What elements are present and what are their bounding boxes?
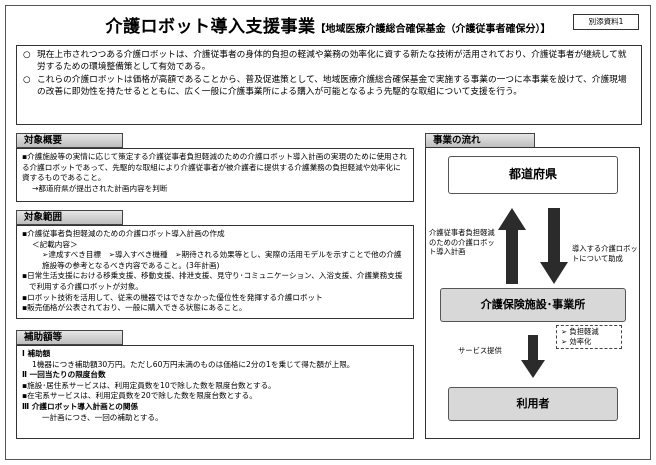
subsidy-label: 補助額等: [16, 330, 123, 345]
subsidy-box: Ⅰ 補助額 1機器につき補助額30万円。ただし60万円未満のものは価格に2分の1…: [16, 345, 414, 439]
intro-item: ○ 現在上市されつつある介護ロボットは、介護従事者の身体的負担の軽減や業務の効率…: [23, 49, 635, 74]
intro-text: これらの介護ロボットは価格が高額であることから、普及促進策として、地域医療介護総…: [37, 74, 627, 98]
subsidy-heading-amount: Ⅰ 補助額: [22, 349, 51, 358]
overview-box: ▪介護施設等の実情に応じて策定する介護従事者負担軽減のための介護ロボット導入計画…: [16, 148, 414, 202]
title-main: 介護ロボット導入支援事業: [105, 17, 316, 37]
scope-label: 対象範囲: [16, 210, 123, 225]
subsidy-limit-residential: ▪施設･居住系サービスは、利用定員数を10で除した数を限度台数とする。: [22, 380, 276, 390]
subsidy-amount-text: 1機器につき補助額30万円。ただし60万円未満のものは価格に2分の1を乗じて得た…: [32, 359, 355, 369]
document-frame: [5, 5, 651, 460]
scope-contents-heading: ＜記載内容＞: [32, 239, 78, 249]
flow-node-user: 利用者: [448, 387, 618, 421]
page-title: 介護ロボット導入支援事業【地域医療介護総合確保基金（介護従事者確保分）】: [0, 12, 656, 37]
up-arrow-icon: [498, 208, 526, 284]
flow-service-caption: サービス提供: [458, 346, 502, 355]
flow-label: 事業の流れ: [425, 133, 535, 148]
scope-advantage: ▪ロボット技術を活用して、従来の機器ではできなかった優位性を発揮する介護ロボット: [22, 292, 323, 302]
scope-price: ▪販売価格が公表されており、一般に購入できる状態にあること。: [22, 303, 247, 313]
intro-text: 現在上市されつつある介護ロボットは、介護従事者の身体的負担の軽減や業務の効率化に…: [37, 50, 627, 73]
scope-plan: ▪介護従事者負担軽減のための介護ロボット導入計画の作成: [22, 229, 225, 238]
effect-burden-reduction: ➢ 負担軽減: [561, 327, 599, 336]
intro-box: ○ 現在上市されつつある介護ロボットは、介護従事者の身体的負担の軽減や業務の効率…: [16, 45, 642, 125]
flow-arrows: [498, 208, 568, 378]
overview-judgement: →都道府県が提出された計画内容を判断: [32, 183, 168, 193]
flow-node-prefecture: 都道府県: [448, 156, 618, 194]
scope-target-areas: ▪日常生活支援における移乗支援、移動支援、排泄支援、見守り･コミュニケーション、…: [22, 271, 403, 291]
intro-bullet: ○: [23, 74, 31, 85]
intro-bullet: ○: [23, 50, 31, 60]
overview-label: 対象概要: [16, 133, 123, 148]
subsidy-heading-limit: Ⅱ 一回当たりの限度台数: [22, 370, 106, 380]
scope-box: ▪介護従事者負担軽減のための介護ロボット導入計画の作成 ＜記載内容＞ ➢達成すべ…: [16, 225, 414, 319]
flow-subsidy-caption: 導入する介護ロボットについて助成: [572, 244, 638, 263]
overview-text: ▪介護施設等の実情に応じて策定する介護従事者負担軽減のための介護ロボット導入計画…: [22, 152, 407, 183]
flow-effects-callout: ➢ 負担軽減 ➢ 効率化: [556, 325, 622, 349]
down-arrow-icon: [540, 208, 568, 284]
flow-plan-caption: 介護従事者負担軽減のための介護ロボット導入計画: [429, 228, 495, 257]
flow-diagram: 都道府県 介護従事者負担軽減のための介護ロボット導入計画 導入する介護ロボットに…: [425, 147, 640, 439]
effect-efficiency: ➢ 効率化: [561, 337, 592, 346]
flow-node-facility: 介護保険施設･事業所: [440, 288, 626, 322]
intro-item: ○ これらの介護ロボットは価格が高額であることから、普及促進策として、地域医療介…: [23, 74, 635, 99]
scope-contents: ➢達成すべき目標 ➢導入すべき機種 ➢期待される効果等とし、実際の活用モデルを示…: [42, 250, 402, 270]
attachment-badge: 別添資料1: [573, 14, 639, 30]
subsidy-limit-home: ▪在宅系サービスは、利用定員数を20で除した数を限度台数とする。: [22, 391, 257, 401]
service-down-arrow-icon: [521, 335, 545, 378]
subsidy-heading-plan: Ⅲ 介護ロボット導入計画との関係: [22, 401, 139, 411]
subsidy-plan-text: 一計画につき、一回の補助とする。: [42, 412, 163, 422]
title-subtitle: 【地域医療介護総合確保基金（介護従事者確保分）】: [315, 24, 551, 35]
